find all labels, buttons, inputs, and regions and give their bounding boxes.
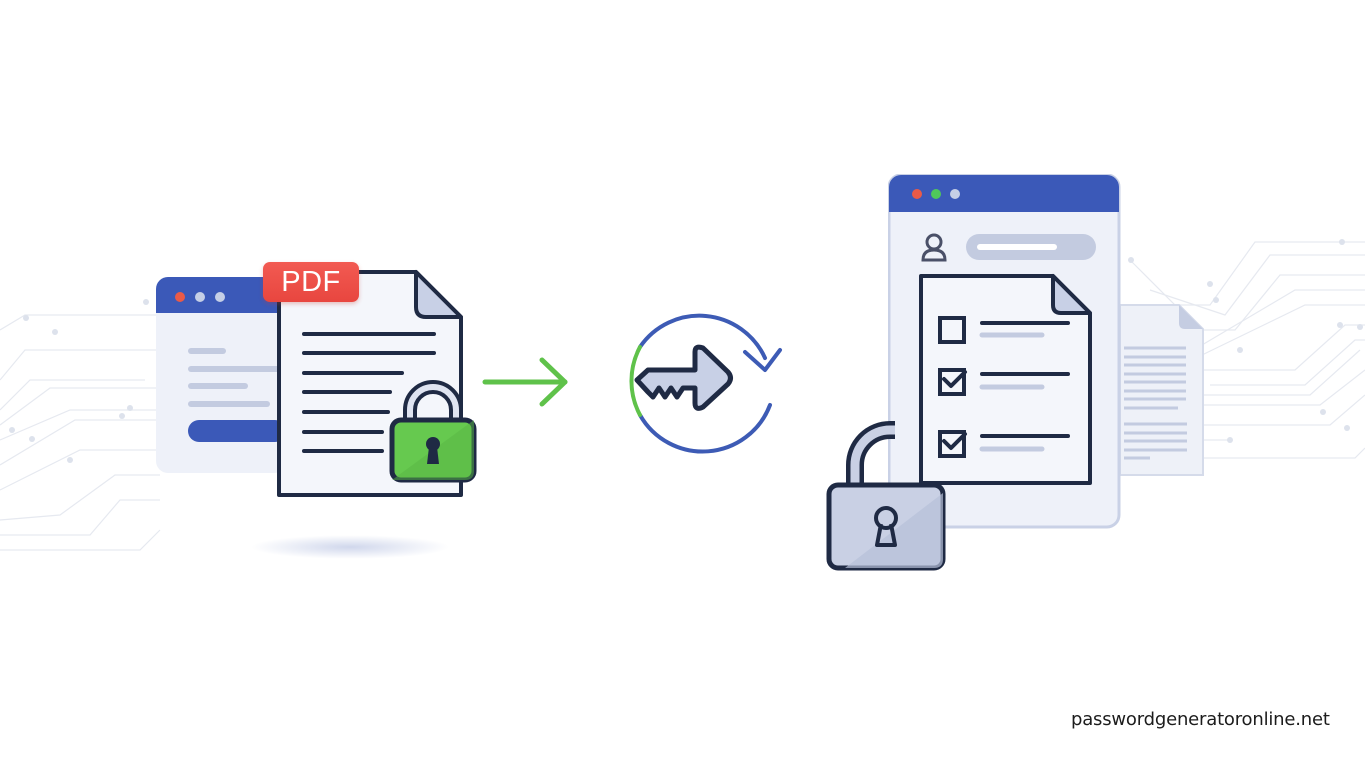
checklist-document-icon [919,274,1092,485]
user-icon [921,233,947,262]
checkbox-checked [938,368,966,396]
pdf-badge: PDF [263,262,359,302]
unlocked-document-illustration [820,170,1220,580]
circuit-background-left [0,299,161,551]
browser-window-back [156,277,286,473]
key-refresh-icon [629,313,782,454]
drop-shadow [250,535,450,559]
circuit-background-right [1128,239,1365,459]
checkbox-unchecked [938,316,966,344]
green-arrow-right-icon [482,357,568,407]
checkbox-checked [938,430,966,458]
locked-pdf-illustration: PDF [150,255,480,575]
window-dot-red [175,292,185,302]
background-document-icon [1120,304,1204,476]
unlocked-padlock-icon [826,421,946,571]
pdf-badge-label: PDF [281,265,341,298]
key-icon [634,344,733,411]
green-padlock-icon [389,380,477,483]
watermark-domain: passwordgeneratoronline.net [1071,709,1330,730]
